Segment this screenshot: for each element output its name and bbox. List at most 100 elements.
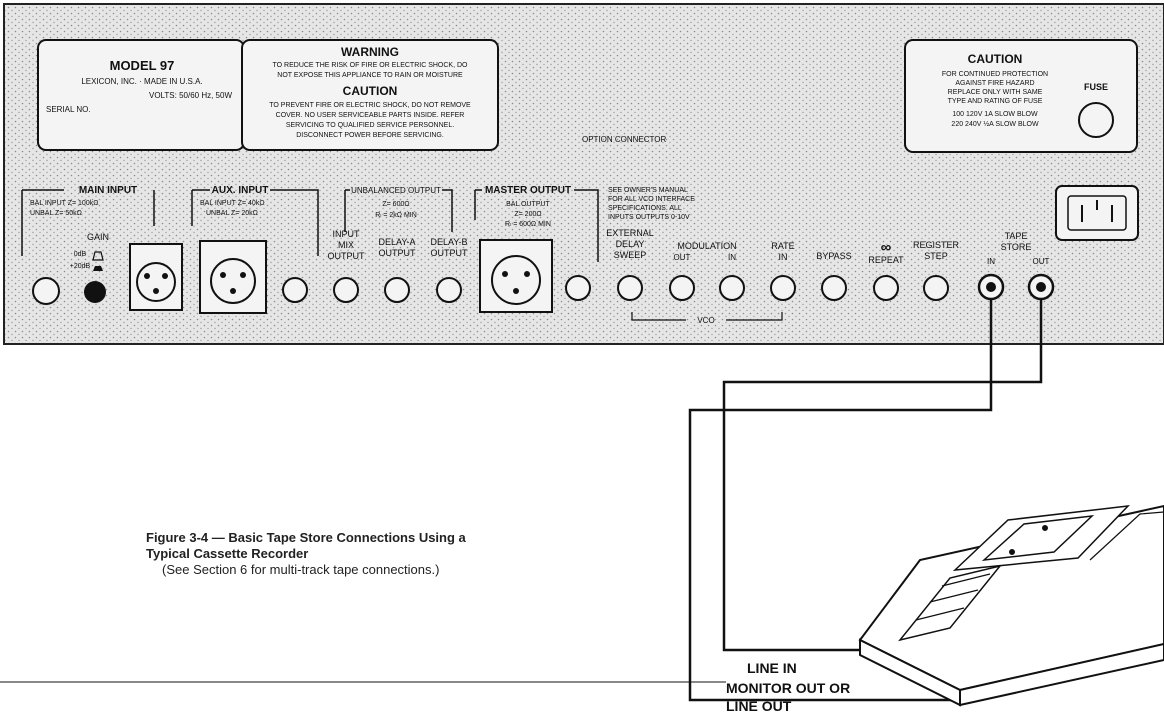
label-tape-in: IN bbox=[987, 257, 995, 266]
label-delay-a-output: OUTPUT bbox=[379, 248, 417, 258]
vco-label: VCO bbox=[697, 316, 714, 325]
jack-master-unbal bbox=[565, 275, 591, 301]
label-tape: TAPE bbox=[1005, 231, 1028, 241]
line-in-label: LINE IN bbox=[747, 660, 797, 676]
jack-main-input bbox=[32, 277, 60, 305]
fuse-line5: 100 120V 1A SLOW BLOW bbox=[952, 111, 1038, 118]
jack-tape-out bbox=[1027, 273, 1055, 301]
option-connector-label: OPTION CONNECTOR bbox=[582, 135, 667, 144]
label-register: REGISTER bbox=[913, 240, 960, 250]
volts-text: VOLTS: 50/60 Hz, 50W bbox=[149, 91, 232, 100]
model-text: MODEL 97 bbox=[110, 58, 175, 73]
line-out-label: LINE OUT bbox=[726, 698, 792, 714]
vco-note-3: SPECIFICATIONS. ALL bbox=[608, 205, 682, 212]
caption-line3: (See Section 6 for multi-track tape conn… bbox=[162, 562, 440, 577]
master-output-rl: Rₗ = 600Ω MIN bbox=[505, 221, 551, 228]
caution-line4: DISCONNECT POWER BEFORE SERVICING. bbox=[296, 132, 444, 139]
master-output-bal: BAL OUTPUT bbox=[506, 201, 550, 208]
label-external: EXTERNAL bbox=[606, 228, 654, 238]
fuse-line4: TYPE AND RATING OF FUSE bbox=[948, 98, 1043, 105]
jack-register-step bbox=[923, 275, 949, 301]
cassette-recorder bbox=[858, 504, 1164, 707]
gain-0db-icon bbox=[92, 251, 104, 261]
unbal-output-z: Z= 600Ω bbox=[382, 201, 409, 208]
maker-text: LEXICON, INC. · MADE IN U.S.A. bbox=[81, 77, 202, 86]
label-output: OUTPUT bbox=[328, 251, 366, 261]
main-input-xlr bbox=[129, 243, 183, 311]
fuse-caution-box: CAUTION FOR CONTINUED PROTECTION AGAINST… bbox=[904, 39, 1138, 153]
warning-line2: NOT EXPOSE THIS APPLIANCE TO RAIN OR MOI… bbox=[277, 72, 463, 79]
jack-repeat bbox=[873, 275, 899, 301]
main-input-bal: BAL INPUT Z= 100kΩ bbox=[30, 200, 98, 207]
label-delay-b: DELAY-B bbox=[430, 237, 467, 247]
aux-input-group: AUX. INPUT BAL INPUT Z= 40kΩ UNBAL Z= 20… bbox=[191, 185, 319, 256]
gain-20db: +20dB bbox=[70, 263, 91, 270]
fuse-label: FUSE bbox=[1084, 82, 1108, 92]
vco-note: SEE OWNER'S MANUAL FOR ALL VCO INTERFACE… bbox=[608, 187, 695, 221]
label-mod-in: IN bbox=[728, 253, 736, 262]
label-store: STORE bbox=[1001, 242, 1032, 252]
fuse-line3: REPLACE ONLY WITH SAME bbox=[948, 89, 1043, 96]
jack-mod-in bbox=[719, 275, 745, 301]
vco-note-1: SEE OWNER'S MANUAL bbox=[608, 187, 688, 194]
cable-tape-in bbox=[688, 299, 993, 702]
caption-line1: Figure 3-4 — Basic Tape Store Connection… bbox=[146, 530, 466, 545]
label-step: STEP bbox=[924, 251, 948, 261]
fuse-holder bbox=[1078, 102, 1114, 138]
fuse-line6: 220 240V ½A SLOW BLOW bbox=[951, 120, 1039, 128]
label-repeat: REPEAT bbox=[868, 255, 904, 265]
master-output-z: Z= 200Ω bbox=[514, 211, 541, 218]
jack-aux bbox=[282, 277, 308, 303]
aux-input-title: AUX. INPUT bbox=[212, 185, 269, 196]
label-delay-b-output: OUTPUT bbox=[431, 248, 469, 258]
warning-box: WARNING TO REDUCE THE RISK OF FIRE OR EL… bbox=[241, 39, 499, 151]
vco-note-4: INPUTS OUTPUTS 0-10V bbox=[608, 214, 690, 221]
warning-title: WARNING bbox=[341, 45, 399, 59]
main-input-title: MAIN INPUT bbox=[79, 185, 137, 196]
main-input-group: MAIN INPUT BAL INPUT Z= 100kΩ UNBAL Z= 5… bbox=[21, 185, 155, 271]
label-mix: MIX bbox=[338, 240, 354, 250]
monitor-out-label: MONITOR OUT OR bbox=[726, 680, 850, 696]
caution-line1: TO PREVENT FIRE OR ELECTRIC SHOCK, DO NO… bbox=[269, 102, 471, 109]
label-delay-a: DELAY-A bbox=[378, 237, 415, 247]
caution-line3: SERVICING TO QUALIFIED SERVICE PERSONNEL… bbox=[286, 122, 454, 129]
unbalanced-output-group: UNBALANCED OUTPUT Z= 600Ω Rₗ = 2kΩ MIN bbox=[344, 186, 453, 232]
aux-input-xlr bbox=[199, 240, 267, 314]
fuse-line1: FOR CONTINUED PROTECTION bbox=[942, 71, 1048, 78]
label-rate-in: IN bbox=[779, 252, 788, 262]
fuse-line2: AGAINST FIRE HAZARD bbox=[955, 80, 1034, 87]
caution-line2: COVER. NO USER SERVICEABLE PARTS INSIDE.… bbox=[276, 112, 465, 119]
jack-delay-b bbox=[436, 277, 462, 303]
master-output-title: MASTER OUTPUT bbox=[485, 185, 571, 196]
label-tape-out: OUT bbox=[1033, 257, 1050, 266]
jack-tape-in bbox=[977, 273, 1005, 301]
caution-title: CAUTION bbox=[343, 84, 398, 98]
aux-input-unbal: UNBAL Z= 20kΩ bbox=[206, 210, 258, 217]
jack-input-mix bbox=[333, 277, 359, 303]
serial-text: SERIAL NO. bbox=[46, 105, 91, 114]
fuse-caution-title: CAUTION bbox=[968, 52, 1023, 66]
jack-bypass bbox=[821, 275, 847, 301]
caption-line2: Typical Cassette Recorder bbox=[146, 546, 309, 561]
aux-input-bal: BAL INPUT Z= 40kΩ bbox=[200, 200, 265, 207]
label-mod-out: OUT bbox=[674, 253, 691, 262]
label-modulation: MODULATION bbox=[677, 241, 736, 251]
gain-20db-icon bbox=[93, 266, 103, 271]
master-output-group: MASTER OUTPUT BAL OUTPUT Z= 200Ω Rₗ = 60… bbox=[474, 185, 599, 262]
label-sweep: SWEEP bbox=[614, 250, 647, 260]
master-output-xlr bbox=[479, 239, 553, 313]
figure-caption: Figure 3-4 — Basic Tape Store Connection… bbox=[146, 530, 466, 562]
jack-mod-out bbox=[669, 275, 695, 301]
repeat-infinity-icon: ∞ bbox=[881, 239, 892, 256]
jack-delay-a bbox=[384, 277, 410, 303]
power-inlet bbox=[1055, 185, 1139, 241]
label-delay: DELAY bbox=[616, 239, 645, 249]
jack-rate-in bbox=[770, 275, 796, 301]
gain-0db: 0dB bbox=[74, 251, 87, 258]
jack-ext-delay-sweep bbox=[617, 275, 643, 301]
warning-line1: TO REDUCE THE RISK OF FIRE OR ELECTRIC S… bbox=[273, 62, 469, 69]
vco-bracket: VCO bbox=[631, 312, 783, 325]
unbal-output-rl: Rₗ = 2kΩ MIN bbox=[375, 212, 417, 219]
gain-switch bbox=[84, 281, 106, 303]
